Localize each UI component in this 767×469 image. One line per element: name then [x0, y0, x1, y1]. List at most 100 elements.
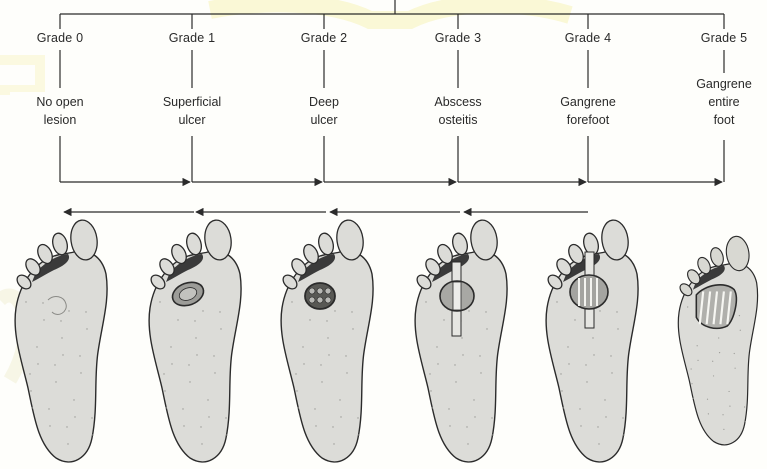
skin-texture-dot — [220, 328, 221, 329]
skin-texture-dot — [200, 426, 201, 427]
skin-texture-dot — [562, 407, 563, 408]
granulation-dot — [317, 288, 323, 294]
skin-texture-dot — [339, 399, 340, 400]
grade-2-description: Deep ulcer — [274, 92, 374, 130]
skin-texture-dot — [718, 337, 719, 338]
skin-texture-dot — [346, 372, 347, 373]
grade-4-title: Grade 4 — [538, 31, 638, 45]
skin-texture-dot — [431, 407, 432, 408]
skin-texture-dot — [86, 328, 87, 329]
skin-texture-dot — [611, 372, 612, 373]
grade-3-desc-line-1: Abscess — [408, 93, 508, 111]
skin-texture-dot — [226, 434, 227, 435]
skin-texture-dot — [593, 354, 594, 355]
skin-texture-dot — [73, 399, 74, 400]
skin-texture-dot — [207, 399, 208, 400]
skin-texture-dot — [60, 320, 61, 321]
skin-texture-dot — [449, 425, 450, 426]
skin-texture-dot — [333, 443, 334, 444]
grade-5-desc-line-1: Gangrene — [674, 75, 767, 93]
skin-texture-dot — [425, 301, 426, 302]
foot-drawing — [148, 218, 241, 462]
skin-texture-dot — [491, 417, 492, 418]
foot-grade-1 — [136, 212, 252, 464]
skin-texture-dot — [315, 425, 316, 426]
skin-texture-dot — [729, 406, 730, 407]
skin-texture-dot — [430, 390, 431, 391]
skin-texture-dot — [604, 399, 605, 400]
foot-drawing — [678, 235, 758, 445]
skin-texture-dot — [188, 364, 189, 365]
deep-ulcer — [305, 283, 335, 309]
skin-texture-dot — [225, 417, 226, 418]
skin-texture-dot — [597, 426, 598, 427]
toe-2 — [316, 232, 335, 257]
skin-texture-dot — [462, 354, 463, 355]
skin-texture-dot — [61, 337, 62, 338]
skin-texture-dot — [345, 355, 346, 356]
skin-texture-dot — [31, 407, 32, 408]
skin-texture-dot — [351, 311, 352, 312]
skin-texture-dot — [92, 434, 93, 435]
skin-texture-dot — [48, 408, 49, 409]
skin-texture-dot — [561, 390, 562, 391]
skin-texture-dot — [170, 346, 171, 347]
grade-1-desc-line-2: ulcer — [142, 111, 242, 129]
skin-texture-dot — [708, 413, 709, 414]
skin-texture-dot — [692, 398, 693, 399]
foot-drawing — [545, 218, 638, 462]
skin-texture-dot — [744, 406, 745, 407]
skin-texture-dot — [295, 373, 296, 374]
skin-texture-dot — [485, 311, 486, 312]
skin-texture-dot — [171, 363, 172, 364]
grade-1-desc-line-1: Superficial — [142, 93, 242, 111]
skin-texture-dot — [473, 399, 474, 400]
foot-grade-4 — [533, 212, 649, 464]
foot-drawing — [280, 218, 373, 462]
skin-texture-dot — [326, 320, 327, 321]
skin-texture-dot — [67, 443, 68, 444]
grade-4-desc-line-1: Gangrene — [538, 93, 638, 111]
skin-texture-dot — [79, 355, 80, 356]
skin-texture-dot — [697, 360, 698, 361]
foot-drawing — [14, 218, 107, 462]
skin-texture-dot — [189, 381, 190, 382]
foot-grade-2 — [268, 212, 384, 464]
grade-5-desc-line-2: entire — [674, 93, 767, 111]
skin-texture-dot — [486, 328, 487, 329]
skin-texture-dot — [297, 407, 298, 408]
skin-texture-dot — [560, 373, 561, 374]
skin-texture-dot — [194, 320, 195, 321]
skin-texture-dot — [219, 311, 220, 312]
skin-texture-dot — [55, 381, 56, 382]
skin-texture-dot — [196, 354, 197, 355]
skin-texture-dot — [687, 306, 688, 307]
skin-texture-dot — [719, 352, 720, 353]
skin-texture-dot — [617, 328, 618, 329]
skin-texture-dot — [296, 390, 297, 391]
skin-texture-dot — [42, 302, 43, 303]
skin-texture-dot — [567, 346, 568, 347]
skin-texture-dot — [580, 425, 581, 426]
skin-texture-dot — [436, 346, 437, 347]
skin-texture-dot — [579, 408, 580, 409]
skin-texture-dot — [25, 301, 26, 302]
granulation-dot — [317, 297, 323, 303]
skin-texture-dot — [340, 416, 341, 417]
skin-texture-dot — [479, 355, 480, 356]
skin-texture-dot — [62, 354, 63, 355]
grade-3-desc-line-2: osteitis — [408, 111, 508, 129]
skin-texture-dot — [37, 363, 38, 364]
grade-2-desc-line-2: ulcer — [274, 111, 374, 129]
grade-0-title: Grade 0 — [10, 31, 110, 45]
skin-texture-dot — [585, 364, 586, 365]
granulation-dot — [325, 288, 331, 294]
skin-texture-dot — [202, 310, 203, 311]
skin-texture-dot — [49, 425, 50, 426]
skin-texture-dot — [745, 421, 746, 422]
grade-0-desc-line-1: No open — [10, 93, 110, 111]
skin-texture-dot — [321, 381, 322, 382]
gangrene-area — [570, 275, 608, 309]
foot-grade-3 — [402, 212, 518, 464]
skin-texture-dot — [697, 345, 698, 346]
